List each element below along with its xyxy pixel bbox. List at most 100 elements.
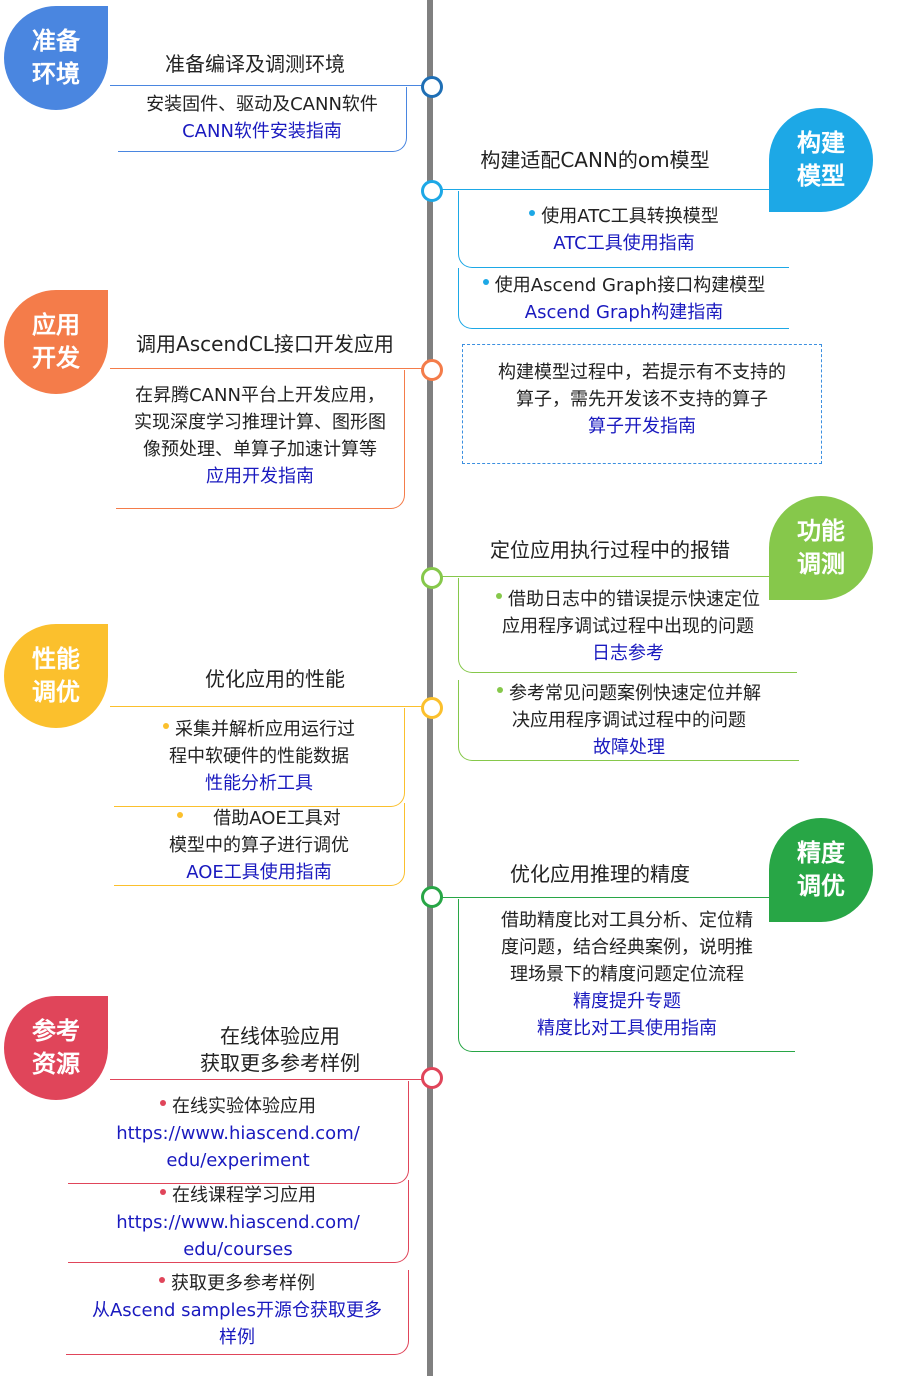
stage-title-prepare-env: 准备编译及调测环境 — [165, 52, 345, 76]
box-function-debug-faq: 参考常见问题案例快速定位并解 决应用程序调试过程中的问题 故障处理 — [458, 680, 799, 761]
badge-prepare-env-label: 准备环境 — [32, 27, 80, 88]
reference-experiment-label: 在线实验体验应用 — [172, 1096, 316, 1117]
link-experiment-url-2[interactable]: edu/experiment — [166, 1150, 310, 1171]
accuracy-text-1: 借助精度比对工具分析、定位精 — [501, 910, 753, 931]
badge-app-dev: 应用开发 — [4, 290, 108, 394]
badge-perf-tuning: 性能调优 — [4, 624, 108, 728]
link-profiling-tool[interactable]: 性能分析工具 — [205, 773, 313, 794]
timeline-node-prepare-env[interactable] — [421, 76, 443, 98]
box-reference-courses: 在线课程学习应用 https://www.hiascend.com/ edu/c… — [68, 1180, 409, 1263]
box-perf-tuning-profiling: 采集并解析应用运行过 程中软硬件的性能数据 性能分析工具 — [114, 708, 405, 807]
build-model-atc-text: 使用ATC工具转换模型 — [459, 203, 789, 230]
link-ascend-graph-guide[interactable]: Ascend Graph构建指南 — [524, 302, 724, 323]
box-function-debug-log: 借助日志中的错误提示快速定位 应用程序调试过程中出现的问题 日志参考 — [458, 578, 797, 673]
timeline-node-accuracy-tuning[interactable] — [421, 886, 443, 908]
stage-line-accuracy-tuning — [438, 897, 769, 898]
build-model-graph-text: 使用Ascend Graph接口构建模型 — [459, 272, 789, 299]
function-debug-faq-text-2: 决应用程序调试过程中的问题 — [512, 710, 746, 731]
bullet-icon — [496, 593, 502, 599]
bullet-icon — [160, 1100, 166, 1106]
reference-courses-text: 在线课程学习应用 — [68, 1182, 408, 1209]
stage-title-accuracy-tuning: 优化应用推理的精度 — [510, 862, 690, 886]
perf-profiling-text-1: 采集并解析应用运行过 — [114, 716, 404, 743]
note-box-operator-dev: 构建模型过程中，若提示有不支持的 算子，需先开发该不支持的算子 算子开发指南 — [462, 344, 822, 464]
bullet-icon — [497, 687, 503, 693]
stage-line-function-debug — [438, 576, 769, 577]
link-courses-url-2[interactable]: edu/courses — [183, 1239, 293, 1260]
perf-profiling-text-2: 程中软硬件的性能数据 — [169, 746, 349, 767]
stage-line-app-dev — [110, 368, 423, 369]
app-dev-text-3: 像预处理、单算子加速计算等 — [143, 439, 377, 460]
stage-title-perf-tuning: 优化应用的性能 — [205, 667, 345, 691]
timeline-node-perf-tuning[interactable] — [421, 697, 443, 719]
badge-perf-tuning-label: 性能调优 — [32, 645, 80, 706]
stage-line-reference — [110, 1079, 423, 1080]
prepare-env-text: 安装固件、驱动及CANN软件 — [146, 94, 378, 115]
function-debug-log-label: 借助日志中的错误提示快速定位 — [508, 589, 760, 610]
note-text-2: 算子，需先开发该不支持的算子 — [516, 389, 768, 410]
link-aoe-guide[interactable]: AOE工具使用指南 — [186, 862, 332, 883]
bullet-icon — [160, 1189, 166, 1195]
timeline-node-reference[interactable] — [421, 1067, 443, 1089]
bullet-icon — [177, 812, 184, 818]
link-samples-1[interactable]: 从Ascend samples开源仓获取更多 — [91, 1300, 383, 1321]
link-accuracy-compare-guide[interactable]: 精度比对工具使用指南 — [537, 1018, 717, 1039]
stage-line-build-model — [438, 189, 769, 190]
timeline-axis — [427, 0, 433, 1376]
build-model-atc-label: 使用ATC工具转换模型 — [541, 206, 719, 227]
badge-function-debug-label: 功能调测 — [797, 517, 845, 578]
reference-experiment-text: 在线实验体验应用 — [68, 1093, 408, 1120]
link-troubleshooting[interactable]: 故障处理 — [593, 737, 665, 758]
timeline-node-build-model[interactable] — [421, 180, 443, 202]
timeline-node-function-debug[interactable] — [421, 567, 443, 589]
bullet-icon — [482, 279, 489, 285]
box-accuracy-tuning: 借助精度比对工具分析、定位精 度问题，结合经典案例，说明推 理场景下的精度问题定… — [458, 899, 795, 1052]
stage-line-prepare-env — [110, 85, 423, 86]
perf-profiling-label: 采集并解析应用运行过 — [175, 719, 355, 740]
link-atc-guide[interactable]: ATC工具使用指南 — [553, 233, 695, 254]
stage-title-app-dev: 调用AscendCL接口开发应用 — [136, 332, 394, 356]
function-debug-faq-label: 参考常见问题案例快速定位并解 — [509, 683, 761, 704]
function-debug-faq-text-1: 参考常见问题案例快速定位并解 — [459, 680, 799, 707]
stage-title-reference-2: 获取更多参考样例 — [200, 1051, 360, 1075]
link-experiment-url-1[interactable]: https://www.hiascend.com/ — [116, 1123, 360, 1144]
stage-line-perf-tuning — [110, 706, 423, 707]
app-dev-text-2: 实现深度学习推理计算、图形图 — [134, 412, 386, 433]
box-app-dev: 在昇腾CANN平台上开发应用， 实现深度学习推理计算、图形图 像预处理、单算子加… — [116, 370, 405, 509]
reference-courses-label: 在线课程学习应用 — [172, 1185, 316, 1206]
badge-reference: 参考资源 — [4, 996, 108, 1100]
link-samples-2[interactable]: 样例 — [219, 1327, 255, 1348]
build-model-graph-label: 使用Ascend Graph接口构建模型 — [494, 275, 766, 296]
link-cann-install-guide[interactable]: CANN软件安装指南 — [182, 121, 342, 142]
stage-title-function-debug: 定位应用执行过程中的报错 — [490, 538, 730, 562]
note-text-1: 构建模型过程中，若提示有不支持的 — [498, 362, 786, 383]
badge-app-dev-label: 应用开发 — [32, 311, 80, 372]
link-accuracy-topic[interactable]: 精度提升专题 — [573, 991, 681, 1012]
timeline-node-app-dev[interactable] — [421, 359, 443, 381]
perf-aoe-text-1: 借助AOE工具对 — [114, 805, 404, 832]
bullet-icon — [163, 723, 169, 729]
perf-aoe-label: 借助AOE工具对 — [213, 808, 341, 829]
bullet-icon — [529, 210, 536, 216]
stage-title-reference-1: 在线体验应用 — [220, 1024, 340, 1048]
function-debug-log-text-1: 借助日志中的错误提示快速定位 — [459, 586, 797, 613]
reference-samples-label: 获取更多参考样例 — [171, 1273, 315, 1294]
stage-title-build-model: 构建适配CANN的om模型 — [480, 148, 710, 172]
link-log-reference[interactable]: 日志参考 — [592, 643, 664, 664]
box-prepare-env: 安装固件、驱动及CANN软件 CANN软件安装指南 — [118, 87, 407, 152]
link-operator-dev-guide[interactable]: 算子开发指南 — [588, 416, 696, 437]
badge-reference-label: 参考资源 — [32, 1017, 80, 1078]
badge-build-model-label: 构建模型 — [797, 129, 845, 190]
reference-samples-text: 获取更多参考样例 — [66, 1270, 408, 1297]
function-debug-log-text-2: 应用程序调试过程中出现的问题 — [502, 616, 754, 637]
badge-accuracy-tuning-label: 精度调优 — [797, 839, 845, 900]
bullet-icon — [159, 1277, 165, 1283]
badge-prepare-env: 准备环境 — [4, 6, 108, 110]
accuracy-text-2: 度问题，结合经典案例，说明推 — [501, 937, 753, 958]
link-app-dev-guide[interactable]: 应用开发指南 — [206, 466, 314, 487]
perf-aoe-text-2: 模型中的算子进行调优 — [169, 835, 349, 856]
link-courses-url-1[interactable]: https://www.hiascend.com/ — [116, 1212, 360, 1233]
box-reference-experiment: 在线实验体验应用 https://www.hiascend.com/ edu/e… — [68, 1081, 409, 1184]
box-build-model-graph: 使用Ascend Graph接口构建模型 Ascend Graph构建指南 — [458, 268, 789, 329]
accuracy-text-3: 理场景下的精度问题定位流程 — [510, 964, 744, 985]
